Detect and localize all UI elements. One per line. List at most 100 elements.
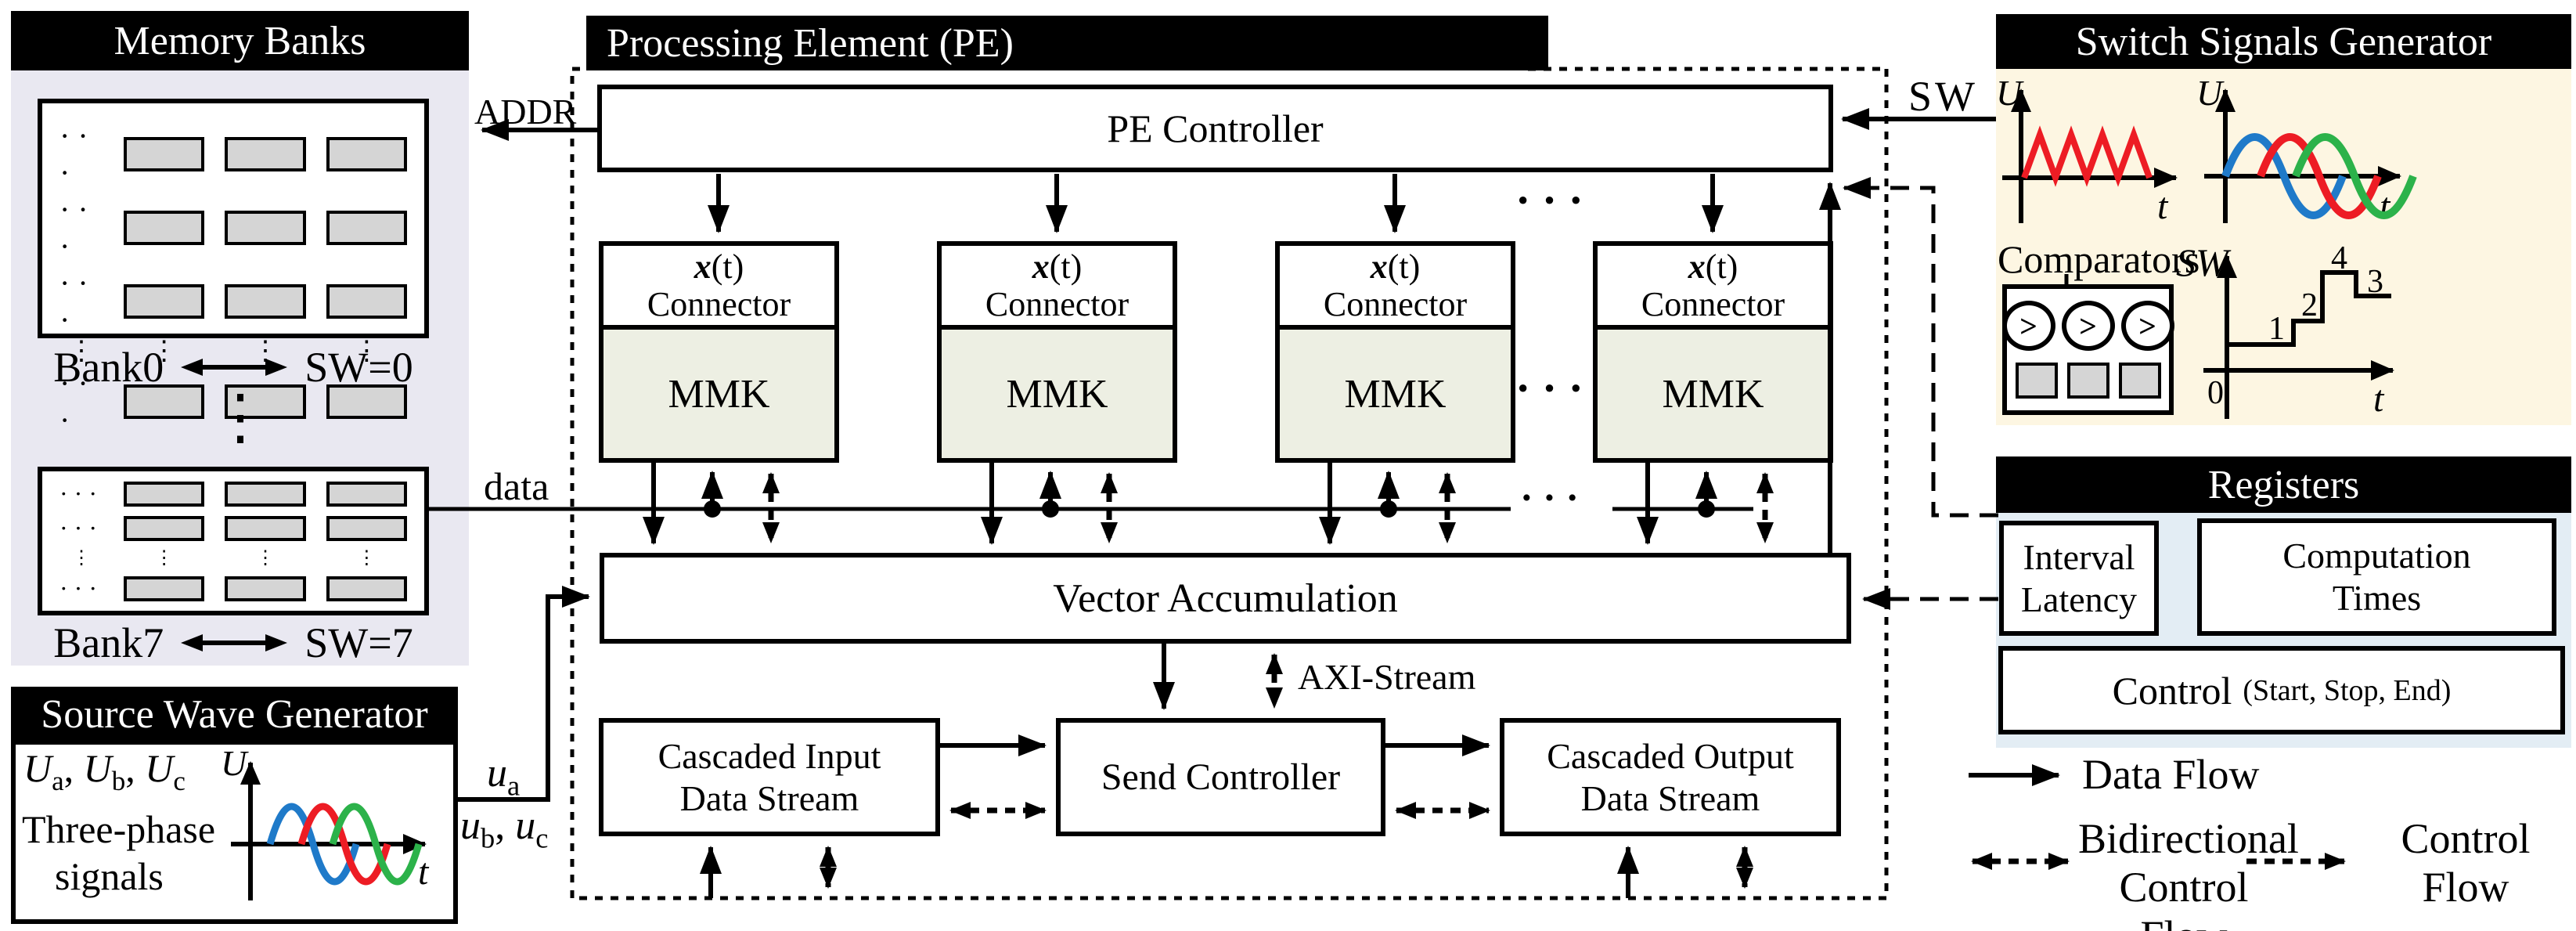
data-label: data	[484, 464, 549, 508]
send-controller-box: Send Controller	[1056, 718, 1385, 836]
sep: ,	[495, 803, 506, 848]
comparators-box: > > >	[2001, 284, 2174, 415]
comparator-register	[2015, 363, 2058, 399]
registers-header: Registers	[1996, 456, 2571, 513]
vector-accumulation-box: Vector Accumulation	[600, 553, 1851, 644]
legend-data-flow-label: Data Flow	[2082, 751, 2260, 798]
connector-dots-bus: · · ·	[1520, 475, 1580, 519]
bank7-sw: SW=7	[304, 619, 413, 666]
mmk: MMK	[1598, 330, 1828, 458]
memory-cell	[225, 481, 306, 507]
memory-cell	[326, 576, 407, 601]
memory-cell	[326, 137, 407, 171]
connector-dots-mid: · · ·	[1515, 363, 1584, 413]
col-dots: ⋮	[353, 337, 380, 366]
bus-junction	[704, 500, 721, 518]
cascaded-output-line1: Cascaded Output	[1547, 735, 1794, 776]
pe-title: Processing Element (PE)	[607, 20, 1014, 66]
memory-cell	[225, 211, 306, 245]
sub-b: b	[111, 766, 126, 796]
sub-a: a	[507, 770, 521, 802]
ua-label: ua	[487, 750, 520, 802]
sw-label: SW	[1908, 73, 1978, 120]
col-dots: ⋮	[150, 337, 178, 366]
memory-banks-header: Memory Banks	[11, 11, 469, 70]
interval-latency-box: Interval Latency	[1999, 521, 2159, 636]
memory-cell	[326, 384, 407, 419]
var-u: u	[487, 751, 507, 796]
mmk-va-links	[643, 463, 1774, 545]
control-flow-line2: Flow	[2422, 864, 2509, 911]
row-dots: · · ·	[59, 366, 88, 438]
cascaded-output-line2: Data Stream	[1580, 778, 1760, 818]
send-controller-label: Send Controller	[1101, 756, 1341, 798]
registers-title: Registers	[2207, 462, 2360, 507]
comparator-icon: >	[2120, 301, 2174, 351]
bus-junction	[1042, 500, 1059, 518]
step-4: 4	[2331, 240, 2347, 276]
xt-t: (t)	[1705, 247, 1738, 286]
col-dots: ⋮	[72, 548, 91, 568]
cascaded-input-line1: Cascaded Input	[658, 735, 881, 776]
three-phase-plot	[231, 761, 427, 900]
sub-b: b	[481, 822, 495, 854]
swg-desc-line1: Three-phase	[22, 807, 216, 851]
addr-label: ADDR	[474, 92, 577, 132]
bus-junction	[1698, 500, 1715, 518]
cascaded-output-box: Cascaded Output Data Stream	[1500, 718, 1841, 836]
row-dots: · · ·	[59, 479, 97, 507]
bank0-name: Bank0	[53, 344, 164, 391]
mmk: MMK	[1280, 330, 1511, 458]
bank0-box: · · · · · · · · · ⋮ ⋮ ⋮ ⋮ · · ·	[38, 99, 429, 438]
memory-cell	[124, 284, 205, 319]
xt-t: (t)	[1387, 247, 1421, 286]
sub-c: c	[173, 766, 186, 796]
interval-line1: Interval	[2023, 536, 2135, 577]
mmk: MMK	[603, 330, 834, 458]
sub-c: c	[535, 822, 549, 854]
row-dots: · · ·	[59, 192, 88, 264]
row-dots: · · ·	[59, 118, 88, 190]
connector-unit-2: x(t) Connector MMK	[937, 241, 1177, 463]
bank7-label: Bank7 SW=7	[38, 619, 429, 667]
interval-line2: Latency	[2020, 579, 2138, 619]
memory-cell	[124, 481, 205, 507]
staircase-axis-t: t	[2373, 378, 2384, 420]
axi-stream-label: AXI-Stream	[1298, 657, 1476, 697]
memory-banks-title: Memory Banks	[113, 18, 366, 63]
control-flow-line1: Control	[2401, 815, 2531, 862]
connector-word: Connector	[647, 284, 791, 323]
xt-x: x	[694, 247, 712, 286]
memory-cell	[225, 515, 306, 541]
memory-cell	[225, 137, 306, 171]
control-args: (Start, Stop, End)	[2243, 673, 2452, 707]
connector-unit-4: x(t) Connector MMK	[1593, 241, 1833, 463]
comparator-register	[2118, 363, 2161, 399]
xt-x: x	[1370, 247, 1388, 286]
xt-t: (t)	[1049, 247, 1083, 286]
connector-unit-1: x(t) Connector MMK	[599, 241, 839, 463]
cascaded-input-line2: Data Stream	[679, 778, 859, 818]
comparator-icon: >	[2001, 301, 2055, 351]
triangle-wave-plot	[2002, 88, 2178, 223]
comparators-label: Comparators	[1998, 237, 2200, 281]
col-dots: ⋮	[255, 548, 275, 568]
bank0-label: Bank0 SW=0	[38, 343, 429, 392]
step-1: 1	[2268, 311, 2285, 347]
bus-junction	[1380, 500, 1397, 518]
bank7-box: · · · · · · ⋮ ⋮ ⋮ ⋮ · · ·	[38, 467, 429, 615]
gt-glyph: >	[2019, 308, 2037, 344]
sw-staircase-plot	[2203, 254, 2394, 419]
memory-cell	[124, 211, 205, 245]
pe-controller-label: PE Controller	[1107, 106, 1324, 150]
computation-line2: Times	[2332, 578, 2422, 618]
xt-x: x	[1688, 247, 1706, 286]
row-dots: · · ·	[59, 265, 88, 337]
pe-header: Processing Element (PE)	[586, 16, 1548, 70]
ssg-left-axis-t: t	[2157, 186, 2168, 227]
banks-ellipsis: ⋮	[210, 383, 271, 451]
gt-glyph: >	[2138, 308, 2156, 344]
control-to-pe-controller	[1843, 177, 1998, 518]
memory-cell	[326, 284, 407, 319]
